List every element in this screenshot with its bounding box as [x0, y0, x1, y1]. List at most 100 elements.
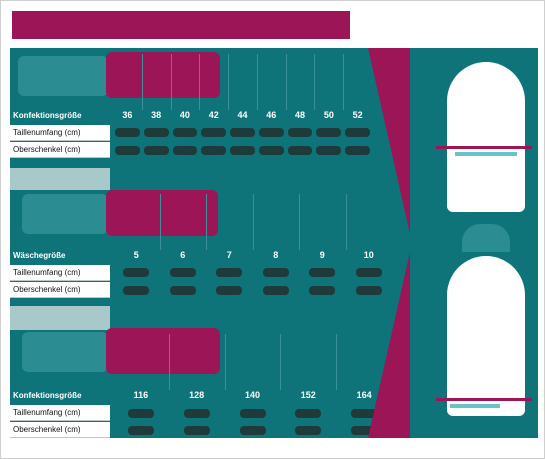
section-2-badge — [106, 190, 218, 236]
section-1-header-label: Konfektionsgröße — [13, 111, 82, 120]
thigh-value-pill — [351, 426, 378, 435]
size-value: 8 — [273, 250, 279, 260]
thigh-value-pill — [143, 146, 169, 155]
section-3-shape — [10, 306, 110, 330]
column-divider — [224, 334, 226, 390]
column-divider — [299, 194, 300, 250]
waist-value-pill — [309, 268, 336, 277]
section-2-header-label: Wäschegröße — [13, 251, 66, 260]
waist-value-pill — [115, 128, 140, 137]
size-value: 38 — [151, 110, 162, 120]
column-divider — [252, 194, 254, 250]
section-3-row-waist: Taillenumfang (cm) — [10, 405, 110, 421]
thigh-value-pill — [169, 286, 196, 295]
hip-band-bottom — [436, 398, 532, 401]
thigh-value-pill — [216, 286, 243, 295]
section-1-row-waist: Taillenumfang (cm) — [10, 125, 110, 141]
section-2-shape-2 — [22, 194, 108, 234]
measuring-tape-top — [455, 152, 517, 156]
column-divider — [159, 194, 161, 250]
size-value: 10 — [363, 250, 374, 260]
thigh-value-pill — [115, 146, 140, 155]
size-value: 116 — [133, 390, 149, 400]
thigh-value-pill — [183, 426, 210, 435]
torso-figure-bottom — [447, 256, 525, 416]
size-value: 48 — [295, 110, 306, 120]
section-1-shape — [18, 56, 108, 96]
thigh-value-pill — [316, 146, 342, 155]
thigh-value-pill — [172, 146, 198, 155]
waist-value-pill — [123, 268, 150, 277]
waist-value-pill — [295, 409, 322, 418]
size-value: 40 — [179, 110, 190, 120]
size-value: 5 — [133, 250, 139, 260]
waist-value-pill — [127, 409, 154, 418]
waist-value-pill — [351, 409, 378, 418]
column-divider — [170, 54, 172, 110]
cap-shape — [462, 224, 510, 252]
section-1-row-thigh: Oberschenkel (cm) — [10, 142, 110, 158]
size-value: 6 — [180, 250, 186, 260]
section-1-badge — [106, 52, 220, 98]
size-table-panel — [10, 48, 410, 438]
waist-value-pill — [183, 409, 210, 418]
section-2-row-waist: Taillenumfang (cm) — [10, 265, 110, 281]
thigh-value-pill — [258, 146, 284, 155]
column-divider — [280, 334, 282, 390]
waist-value-pill — [169, 268, 196, 277]
column-divider — [336, 334, 338, 390]
section-3-shape-2 — [22, 332, 108, 372]
waist-value-pill — [316, 128, 342, 137]
column-divider — [141, 54, 143, 110]
size-value: 7 — [226, 250, 232, 260]
column-divider — [256, 54, 258, 110]
waist-value-pill — [143, 128, 169, 137]
thigh-value-pill — [230, 146, 255, 155]
section-2-shape — [10, 168, 110, 190]
waist-value-pill — [345, 128, 370, 137]
waist-value-pill — [262, 268, 289, 277]
size-value: 36 — [122, 110, 133, 120]
waist-value-pill — [258, 128, 284, 137]
section-3-row-thigh: Oberschenkel (cm) — [10, 422, 110, 438]
title-bar — [12, 11, 350, 39]
section-2-row-thigh: Oberschenkel (cm) — [10, 282, 110, 298]
column-divider — [199, 54, 201, 110]
column-divider — [228, 54, 230, 110]
column-divider — [343, 54, 345, 110]
thigh-value-pill — [262, 286, 289, 295]
size-value: 50 — [323, 110, 334, 120]
size-value: 164 — [356, 390, 372, 400]
thigh-value-pill — [309, 286, 336, 295]
size-value: 140 — [244, 390, 261, 400]
waist-value-pill — [239, 409, 266, 418]
thigh-value-pill — [345, 146, 370, 155]
size-value: 152 — [300, 390, 316, 400]
waist-value-pill — [355, 268, 382, 277]
column-divider — [285, 54, 287, 110]
waist-value-pill — [287, 128, 313, 137]
thigh-value-pill — [287, 146, 313, 155]
size-value: 9 — [319, 250, 325, 260]
size-value: 52 — [352, 110, 363, 120]
size-value: 44 — [237, 110, 248, 120]
column-divider — [314, 54, 316, 110]
waist-value-pill — [201, 128, 227, 137]
column-divider — [206, 194, 207, 250]
column-divider — [345, 194, 347, 250]
size-value: 128 — [189, 390, 205, 400]
thigh-value-pill — [123, 286, 150, 295]
column-divider — [168, 334, 170, 390]
waist-value-pill — [216, 268, 243, 277]
thigh-value-pill — [355, 286, 382, 295]
torso-figure-top — [447, 62, 525, 212]
waist-value-pill — [172, 128, 198, 137]
size-value: 42 — [208, 110, 219, 120]
thigh-value-pill — [127, 426, 154, 435]
section-3-header-label: Konfektionsgröße — [13, 391, 82, 400]
thigh-value-pill — [239, 426, 266, 435]
size-value: 46 — [266, 110, 277, 120]
thigh-value-pill — [295, 426, 322, 435]
measuring-tape-bottom — [450, 404, 500, 408]
waist-band-top — [436, 146, 532, 149]
